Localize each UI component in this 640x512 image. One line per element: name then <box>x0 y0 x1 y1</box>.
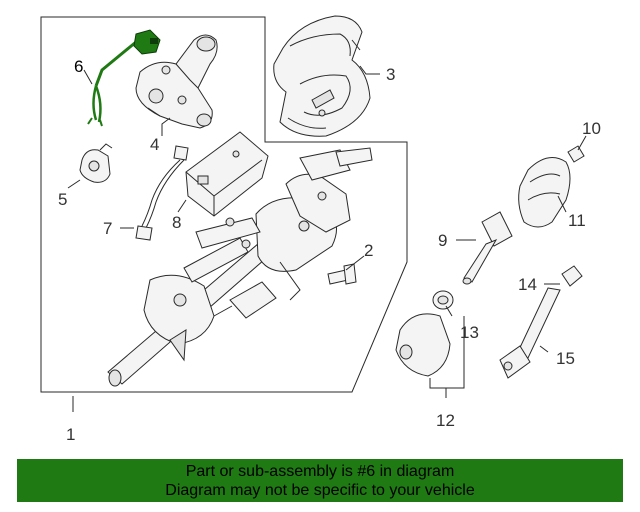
part-13-bushing[interactable] <box>432 290 454 310</box>
callout-2: 2 <box>364 241 373 260</box>
leader-lines <box>67 39 587 412</box>
callout-9: 9 <box>438 231 447 250</box>
callout-5: 5 <box>58 190 67 209</box>
callout-6: 6 <box>74 57 83 76</box>
callout-14: 14 <box>518 275 537 294</box>
callout-10: 10 <box>582 119 601 138</box>
part-12-dust-cover[interactable] <box>395 313 451 377</box>
callout-13: 13 <box>460 323 479 342</box>
callout-15: 15 <box>556 349 575 368</box>
callout-3: 3 <box>386 65 395 84</box>
callout-12: 12 <box>436 411 455 430</box>
callout-11: 11 <box>568 211 586 230</box>
part-4-lock-housing[interactable] <box>135 34 218 129</box>
part-8-module[interactable] <box>185 131 269 217</box>
callout-7: 7 <box>103 219 112 238</box>
part-1-steering-column[interactable] <box>107 147 373 387</box>
part-3-column-cover[interactable] <box>273 15 371 137</box>
footer-banner: Part or sub-assembly is #6 in diagram Di… <box>17 459 623 502</box>
footer-line-1: Part or sub-assembly is #6 in diagram <box>185 463 455 480</box>
part-9-shaft[interactable] <box>462 211 513 285</box>
part-2-bolt[interactable] <box>327 263 357 285</box>
callout-1: 1 <box>66 425 75 444</box>
callout-4: 4 <box>150 135 159 154</box>
assembly-boundary <box>40 16 408 393</box>
part-14-clamp[interactable] <box>561 265 583 287</box>
part-11-boot[interactable] <box>518 157 571 228</box>
part-10-grommet[interactable] <box>567 145 585 163</box>
part-7-sensor[interactable] <box>135 145 189 241</box>
footer-line-2: Diagram may not be specific to your vehi… <box>165 482 475 499</box>
callout-8: 8 <box>172 213 181 232</box>
part-5-switch[interactable] <box>79 143 113 183</box>
part-6-wire-harness[interactable] <box>87 29 161 127</box>
parts-diagram: 1 2 3 4 5 6 7 8 9 10 11 12 13 14 15 <box>40 15 601 444</box>
part-15-lower-shaft[interactable] <box>499 287 561 379</box>
